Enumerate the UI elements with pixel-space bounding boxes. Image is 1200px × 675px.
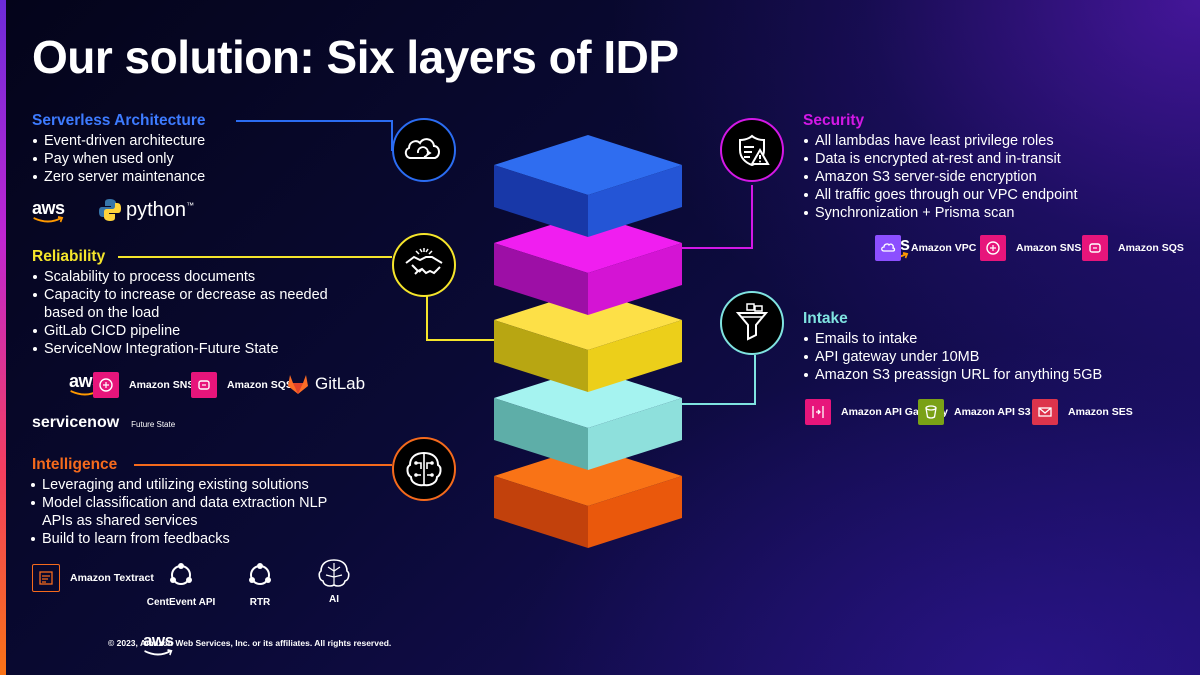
amazon-s3-logo: Amazon API S3 [918, 399, 1031, 425]
list-item: Scalability to process documents [32, 268, 352, 286]
layer-security [494, 213, 682, 315]
security-shield-alert-icon [720, 118, 784, 182]
reliability-stack-connector [426, 290, 494, 341]
intake-heading: Intake [803, 310, 848, 327]
rtr-cycle-icon [249, 563, 271, 585]
sns-icon [93, 372, 119, 398]
aws-logo: aws [32, 199, 65, 223]
amazon-vpc-logo: Amazon VPC [875, 235, 976, 261]
accent-edge-bar [0, 0, 6, 675]
intake-bullets: Emails to intake API gateway under 10MB … [803, 330, 1163, 384]
api-gateway-icon [805, 399, 831, 425]
list-item: Amazon S3 preassign URL for anything 5GB [803, 366, 1163, 384]
connector-lines [118, 120, 756, 466]
serverless-bullets: Event-driven architecture Pay when used … [32, 132, 332, 186]
gitlab-icon [288, 375, 308, 394]
ai-brain-icon [318, 559, 350, 587]
handshake-icon [392, 233, 456, 297]
list-item: All lambdas have least privilege roles [803, 132, 1163, 150]
servicenow-logo: servicenow Future State [32, 414, 176, 431]
list-item: Event-driven architecture [32, 132, 332, 150]
security-heading: Security [803, 112, 865, 129]
list-item: Leveraging and utilizing existing soluti… [30, 476, 360, 494]
list-item: ServiceNow Integration-Future State [32, 340, 352, 358]
layer-reliability [494, 290, 682, 392]
list-item: Synchronization + Prisma scan [803, 204, 1163, 222]
list-item: Amazon S3 server-side encryption [803, 168, 1163, 186]
textract-icon [32, 564, 60, 592]
amazon-textract-logo: Amazon Textract [32, 564, 154, 592]
list-item: Emails to intake [803, 330, 1163, 348]
brain-circuit-icon [392, 437, 456, 501]
intelligence-heading: Intelligence [32, 456, 118, 473]
serverless-heading: Serverless Architecture [32, 112, 206, 129]
centevent-api-item: CentEvent API [146, 560, 216, 608]
amazon-ses-logo: Amazon SES [1032, 399, 1133, 425]
list-item: API gateway under 10MB [803, 348, 1163, 366]
ses-mail-icon [1032, 399, 1058, 425]
layer-serverless [494, 135, 682, 237]
sns-icon [980, 235, 1006, 261]
security-bullets: All lambdas have least privilege roles D… [803, 132, 1163, 222]
amazon-api-gateway-logo: Amazon API Gateway [805, 399, 948, 425]
s3-bucket-icon [918, 399, 944, 425]
gitlab-logo: GitLab [286, 373, 365, 395]
list-item: GitLab CICD pipeline [32, 322, 352, 340]
reliability-bullets: Scalability to process documents Capacit… [32, 268, 352, 358]
rtr-item: RTR [240, 560, 280, 608]
layer-intake [494, 368, 682, 470]
vpc-icon [875, 235, 901, 261]
list-item: Pay when used only [32, 150, 332, 168]
list-item: Data is encrypted at-rest and in-transit [803, 150, 1163, 168]
footer-aws-logo: aws [143, 632, 174, 656]
list-item: Capacity to increase or decrease as need… [32, 286, 352, 322]
serverless-connector [236, 120, 393, 151]
list-item: Model classification and data extraction… [30, 494, 360, 530]
sqs-icon [1082, 235, 1108, 261]
intelligence-bullets: Leveraging and utilizing existing soluti… [30, 476, 360, 548]
list-item: All traffic goes through our VPC endpoin… [803, 186, 1163, 204]
amazon-sns-logo: Amazon SNS [980, 235, 1081, 261]
copyright-text: © 2023, Amazon Web Services, Inc. or its… [108, 638, 392, 648]
reliability-heading: Reliability [32, 248, 106, 265]
funnel-intake-icon [720, 291, 784, 355]
amazon-sns-logo: Amazon SNS [93, 372, 194, 398]
python-logo: python ™ [98, 198, 194, 222]
layer-intelligence [494, 446, 682, 548]
page-title: Our solution: Six layers of IDP [32, 31, 679, 83]
ai-item: AI [314, 557, 354, 605]
python-icon [99, 199, 121, 221]
amazon-sqs-logo: Amazon SQS [1082, 235, 1184, 261]
api-cycle-icon [170, 563, 192, 585]
security-connector [682, 185, 753, 249]
amazon-sqs-logo: Amazon SQS [191, 372, 293, 398]
list-item: Zero server maintenance [32, 168, 332, 186]
sqs-icon [191, 372, 217, 398]
cloud-sync-icon [392, 118, 456, 182]
intake-connector [682, 355, 756, 405]
list-item: Build to learn from feedbacks [30, 530, 360, 548]
